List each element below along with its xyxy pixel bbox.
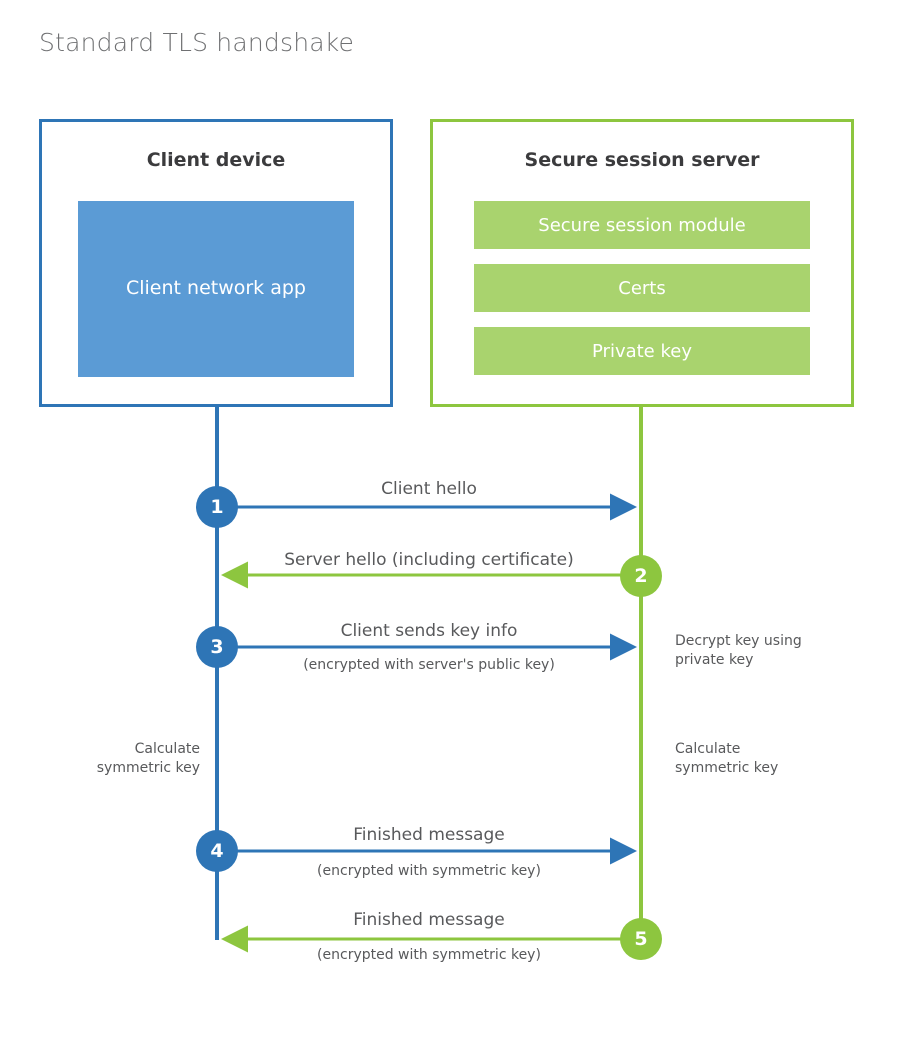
step-circle-4[interactable]: 4: [196, 830, 238, 872]
client-device-box: Client device Client network app: [39, 119, 393, 407]
note-client-calculate-symmetric-key: Calculate symmetric key: [96, 741, 200, 776]
step-circle-3[interactable]: 3: [196, 626, 238, 668]
message-sublabel-step-3: (encrypted with server's public key): [303, 657, 555, 673]
note-server-calculate-symmetric-key: Calculate symmetric key: [675, 741, 779, 776]
message-label-step-5: Finished message: [353, 910, 505, 930]
message-sublabel-step-4: (encrypted with symmetric key): [317, 863, 541, 879]
message-label-step-1: Client hello: [381, 479, 477, 499]
note-decrypt-key: Decrypt key using private key: [675, 633, 802, 668]
client-device-title: Client device: [146, 149, 286, 171]
message-label-step-3: Client sends key info: [340, 621, 518, 641]
step-circle-1[interactable]: 1: [196, 486, 238, 528]
step-circle-2[interactable]: 2: [620, 555, 662, 597]
server-module-private-key: Private key: [474, 327, 810, 375]
message-sublabel-step-5: (encrypted with symmetric key): [317, 947, 541, 963]
secure-session-server-title: Secure session server: [524, 149, 760, 171]
step-circle-5[interactable]: 5: [620, 918, 662, 960]
client-network-app-block: Client network app: [78, 201, 354, 377]
page-title: Standard TLS handshake: [39, 28, 355, 57]
server-module-certs: Certs: [474, 264, 810, 312]
message-label-step-2: Server hello (including certificate): [284, 550, 574, 570]
message-label-step-4: Finished message: [353, 825, 505, 845]
server-module-secure-session-module: Secure session module: [474, 201, 810, 249]
secure-session-server-box: Secure session server Secure session mod…: [430, 119, 854, 407]
